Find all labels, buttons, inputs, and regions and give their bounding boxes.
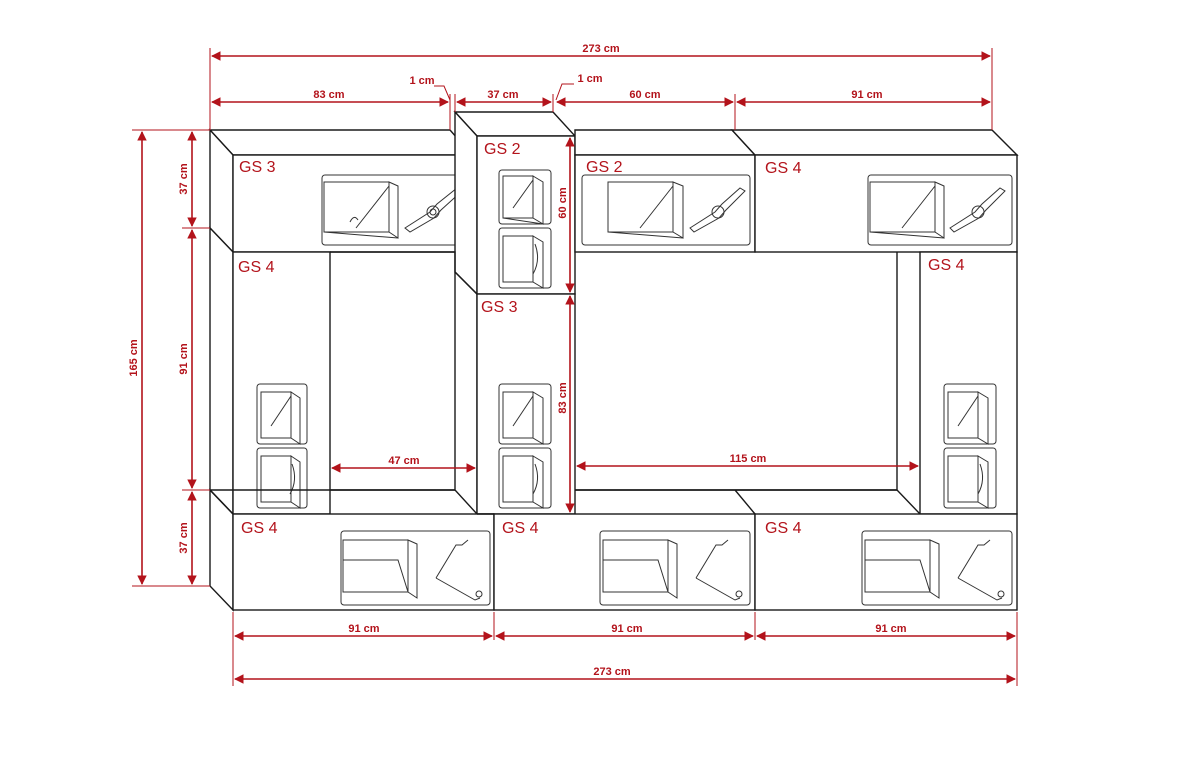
- recess-left: [330, 251, 478, 515]
- dim-top-seg2: 37 cm: [487, 89, 518, 101]
- dim-top-seg3: 60 cm: [629, 89, 660, 101]
- dim-top-seg4: 91 cm: [851, 89, 882, 101]
- dim-left-mid: 91 cm: [178, 343, 190, 374]
- dim-top-total: 273 cm: [582, 43, 620, 55]
- cabinet-top-right: [730, 129, 1019, 253]
- cabinet-right-tall: [919, 251, 1018, 515]
- label-bottom-right: GS 4: [765, 520, 802, 537]
- cabinet-left-tall: [209, 226, 331, 516]
- dim-top-gap2: 1 cm: [577, 73, 602, 85]
- label-bottom-mid: GS 4: [502, 520, 539, 537]
- dim-center-lower: 83 cm: [557, 382, 569, 413]
- cabinet-top-center: [453, 110, 577, 296]
- dim-inner-right: 115 cm: [730, 453, 767, 465]
- cabinet-bottom-left: [209, 488, 495, 612]
- label-top-left: GS 3: [239, 159, 276, 176]
- dim-center-upper: 60 cm: [557, 187, 569, 218]
- cabinet-top-left: [208, 128, 474, 254]
- dim-bottom-seg3: 91 cm: [875, 623, 906, 635]
- dim-top-gap1: 1 cm: [409, 75, 434, 87]
- label-center-tall: GS 3: [481, 299, 518, 316]
- label-left-tall: GS 4: [238, 259, 275, 276]
- dim-left-bottom: 37 cm: [178, 522, 190, 553]
- dim-top-seg1: 83 cm: [313, 89, 344, 101]
- label-bottom-left: GS 4: [241, 520, 278, 537]
- label-top-center: GS 2: [484, 141, 521, 158]
- hinge-icon: [323, 181, 399, 239]
- dim-left-total: 165 cm: [128, 339, 140, 377]
- dim-inner-left: 47 cm: [388, 455, 419, 467]
- dim-bottom-total: 273 cm: [593, 666, 631, 678]
- dim-bottom-seg2: 91 cm: [611, 623, 642, 635]
- cabinet-bottom-right: [754, 513, 1018, 611]
- label-top-mid: GS 2: [586, 159, 623, 176]
- label-top-right: GS 4: [765, 160, 802, 177]
- dim-bottom-seg1: 91 cm: [348, 623, 379, 635]
- cabinet-bottom-mid: [493, 513, 756, 611]
- cabinet-top-mid: [574, 129, 757, 253]
- dim-left-top: 37 cm: [178, 163, 190, 194]
- label-right-tall: GS 4: [928, 257, 965, 274]
- cabinet-center-tall: [476, 293, 576, 515]
- recess-right: [575, 252, 921, 515]
